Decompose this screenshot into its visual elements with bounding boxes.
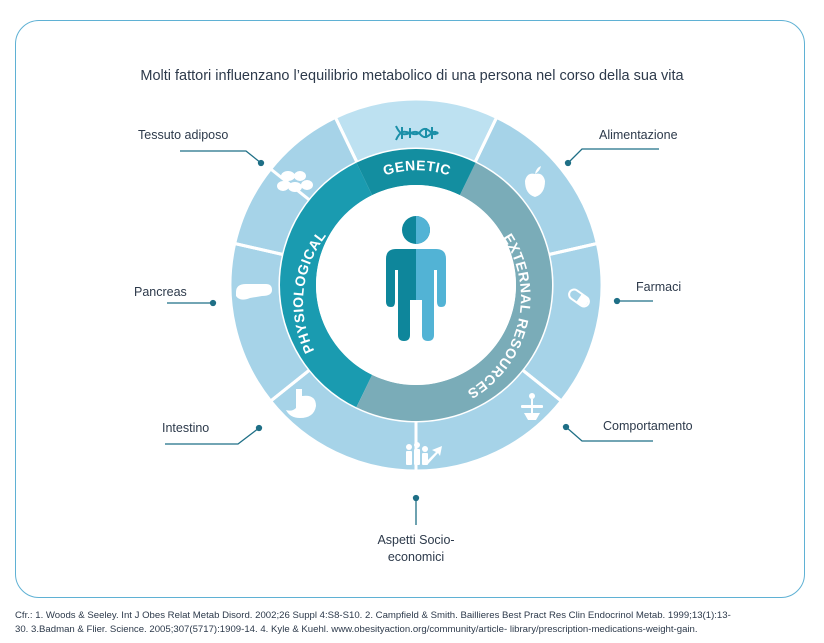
label-aspetti-line1: Aspetti Socio- [377, 533, 455, 547]
outer-ring-divider [521, 368, 564, 403]
middle-segment-physiological [279, 162, 373, 408]
label-tessuto-adiposo: Tessuto adiposo [138, 128, 229, 142]
outer-ring-divider [233, 241, 284, 257]
middle-segment-external-resources [356, 162, 553, 421]
leader-lines [165, 148, 659, 525]
genetic-label: GENETIC [381, 157, 453, 178]
label-pancreas: Pancreas [134, 285, 187, 299]
citation-line-2: 30. 3.Badman & Flier. Science. 2005;307(… [15, 623, 698, 635]
citation: Cfr.: 1. Woods & Seeley. Int J Obes Rela… [15, 609, 815, 636]
pill-icon [568, 288, 590, 308]
fat-cells-icon [277, 171, 313, 192]
apple-icon [525, 166, 545, 197]
behavior-icon [521, 393, 543, 420]
citation-line-1: Cfr.: 1. Woods & Seeley. Int J Obes Rela… [15, 610, 731, 621]
middle-category-ring [279, 149, 553, 421]
outer-ring-divider [473, 115, 499, 164]
socio-economic-icon [406, 442, 442, 465]
label-comportamento: Comportamento [603, 419, 693, 433]
outer-ring-divider [548, 241, 599, 257]
label-farmaci: Farmaci [636, 280, 682, 294]
diagram-title: Molti fattori influenzano l’equilibrio m… [140, 68, 684, 84]
label-aspetti-socio-economici: Aspetti Socio- economici [356, 532, 476, 566]
diagram-frame [15, 20, 805, 598]
label-alimentazione: Alimentazione [599, 128, 678, 142]
label-intestino: Intestino [162, 421, 210, 435]
outer-ring-divider [268, 368, 311, 403]
middle-segment-genetic [356, 149, 476, 196]
person-icon [386, 216, 446, 341]
outer-ring-divider [333, 115, 359, 164]
pancreas-icon [236, 284, 272, 300]
stomach-icon [286, 389, 316, 418]
label-aspetti-line2: economici [387, 550, 445, 564]
dna-icon [395, 125, 439, 141]
